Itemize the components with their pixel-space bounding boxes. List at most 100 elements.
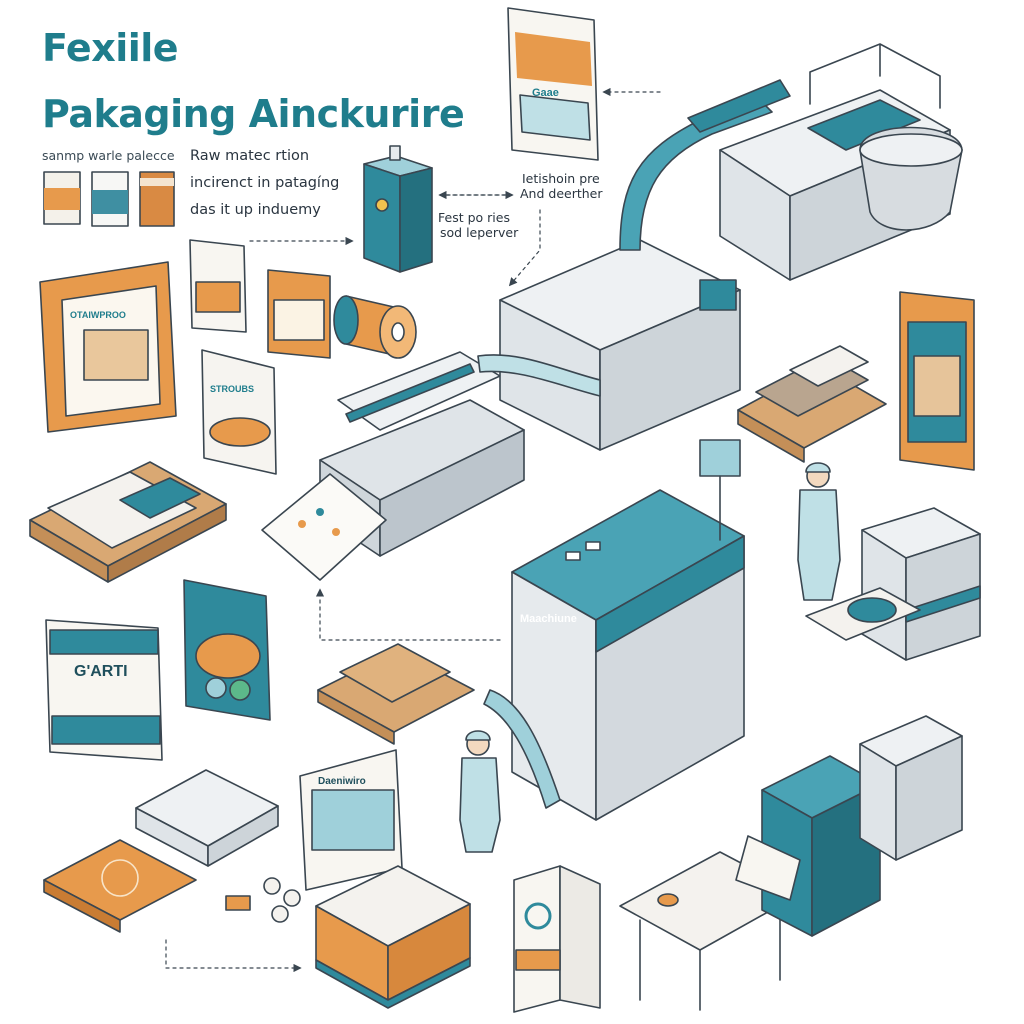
line-control-panel bbox=[699, 279, 737, 311]
top-pouch-product bbox=[519, 94, 591, 141]
orange-tray-emblem bbox=[101, 859, 139, 897]
top-pouch-orange-panel bbox=[515, 32, 592, 86]
right-operator-cap bbox=[805, 462, 831, 473]
grey-cabinet-side bbox=[895, 735, 963, 861]
right-operator-body bbox=[797, 489, 841, 601]
left-pouch-label-1: OTAIWPROO bbox=[70, 310, 126, 320]
description-line-1: Raw matec rtion bbox=[190, 148, 310, 164]
snack-pouch-sphere-1 bbox=[205, 677, 227, 699]
left-pallet bbox=[29, 461, 227, 583]
machine-note-line-1: Ietishoin pre bbox=[522, 171, 600, 186]
small-machine-side bbox=[905, 533, 981, 661]
cardboard-pallet-blocks bbox=[339, 643, 451, 703]
left-pallet-side bbox=[107, 503, 227, 583]
printed-bag-panel bbox=[311, 789, 395, 851]
big-white-pouch-band bbox=[49, 629, 159, 655]
arrow-printer-to-laminator bbox=[315, 588, 501, 641]
printer-film-web bbox=[483, 689, 561, 809]
table-tape-roll bbox=[657, 893, 679, 907]
printer-button-2 bbox=[585, 541, 601, 551]
lower-left-pouches: G'ARTI bbox=[45, 579, 271, 761]
big-pouch-label: G'ARTI bbox=[74, 663, 128, 680]
cap-2 bbox=[283, 889, 301, 907]
central-operator-cap bbox=[465, 730, 491, 741]
carton-side bbox=[399, 167, 433, 273]
teal-machine-output bbox=[735, 835, 801, 901]
cardboard-pallet bbox=[317, 643, 475, 745]
right-workstation bbox=[797, 462, 981, 661]
arrow-feed-to-laminator bbox=[508, 209, 541, 287]
printed-bag: Daeniwiro bbox=[299, 749, 403, 891]
snack-pouch-sphere-2 bbox=[229, 679, 251, 701]
printer-teal-band bbox=[595, 535, 745, 653]
small-machine-band bbox=[905, 585, 981, 623]
sealer-roller bbox=[847, 597, 897, 623]
cap-1 bbox=[263, 877, 281, 895]
machine-note-line-2: And deerther bbox=[520, 186, 603, 201]
orange-zip-pouch-label bbox=[273, 299, 325, 341]
small-white-pouch-photo bbox=[195, 281, 241, 313]
feed-note-line-1: Fest po ries bbox=[438, 210, 510, 225]
description-line-2: incirenct in patagíng bbox=[190, 175, 340, 191]
page-title-line-2: Pakaging Ainckurire bbox=[42, 92, 465, 136]
bottom-orange-machines bbox=[315, 865, 471, 1009]
sample-pouch-2-band bbox=[92, 190, 128, 214]
sample-pouch-1-band bbox=[44, 188, 80, 210]
carton-spout bbox=[389, 145, 401, 161]
printer-button-1 bbox=[565, 551, 581, 561]
left-pouch-stack: OTAIWPROO STROUBS bbox=[39, 239, 331, 475]
line-body-side bbox=[599, 289, 741, 451]
carton-front bbox=[363, 163, 401, 273]
orange-machine-band bbox=[315, 957, 471, 1009]
central-operator bbox=[459, 730, 501, 853]
printer-brand-label: Maachiune bbox=[520, 613, 577, 625]
film-dot-3 bbox=[332, 528, 340, 536]
film-carton bbox=[363, 145, 433, 273]
cardboard-pallet-front bbox=[317, 689, 395, 745]
carton-package bbox=[513, 865, 601, 1013]
feed-note-line-2: sod leperver bbox=[440, 225, 519, 240]
flow-arrows bbox=[165, 87, 661, 973]
description-line-3: das it up induemy bbox=[190, 202, 321, 218]
orange-chip bbox=[225, 895, 251, 911]
film-roll-start bbox=[333, 295, 359, 345]
film-roll-core bbox=[391, 322, 405, 342]
orange-tray bbox=[43, 839, 197, 921]
orange-tray-front bbox=[43, 879, 121, 933]
laminator-film-sheet bbox=[261, 473, 387, 581]
carton-package-side bbox=[559, 865, 601, 1009]
carton-package-front bbox=[513, 865, 561, 1013]
upper-right-machine bbox=[719, 43, 963, 281]
central-operator-body bbox=[459, 757, 501, 853]
carton-package-band bbox=[515, 949, 561, 971]
platform-railing bbox=[809, 43, 941, 109]
big-white-pouch-band-bottom bbox=[51, 715, 161, 745]
left-pouch-label-2: STROUBS bbox=[210, 384, 254, 394]
platform-teal-belt bbox=[807, 99, 921, 151]
right-pallet-box-top bbox=[789, 345, 869, 387]
clear-pouch-product bbox=[209, 417, 271, 447]
bottom-left-items bbox=[43, 769, 301, 933]
main-production-line bbox=[477, 79, 791, 451]
carton-package-logo bbox=[524, 902, 552, 930]
cap-3 bbox=[271, 905, 289, 923]
top-standing-pouch: Gaae bbox=[507, 7, 599, 161]
laminator-side bbox=[379, 429, 525, 557]
sample-pouch-3-band bbox=[140, 178, 174, 186]
right-standing-pouch bbox=[899, 291, 975, 471]
film-dot-1 bbox=[298, 520, 306, 528]
laminator-machine bbox=[261, 351, 525, 581]
snack-pouch-product bbox=[195, 633, 261, 679]
film-roll bbox=[333, 295, 417, 359]
printer-monitor bbox=[699, 439, 741, 477]
clear-pouch bbox=[201, 349, 277, 475]
laminator-teal-rail bbox=[345, 363, 475, 423]
hopper-rim bbox=[859, 133, 963, 167]
top-pouch-label: Gaae bbox=[532, 87, 559, 99]
right-pallet bbox=[737, 345, 887, 463]
page-title-line-1: Fexiile bbox=[42, 26, 179, 70]
control-unit-side bbox=[207, 805, 279, 867]
bottom-right-station bbox=[619, 715, 963, 1011]
